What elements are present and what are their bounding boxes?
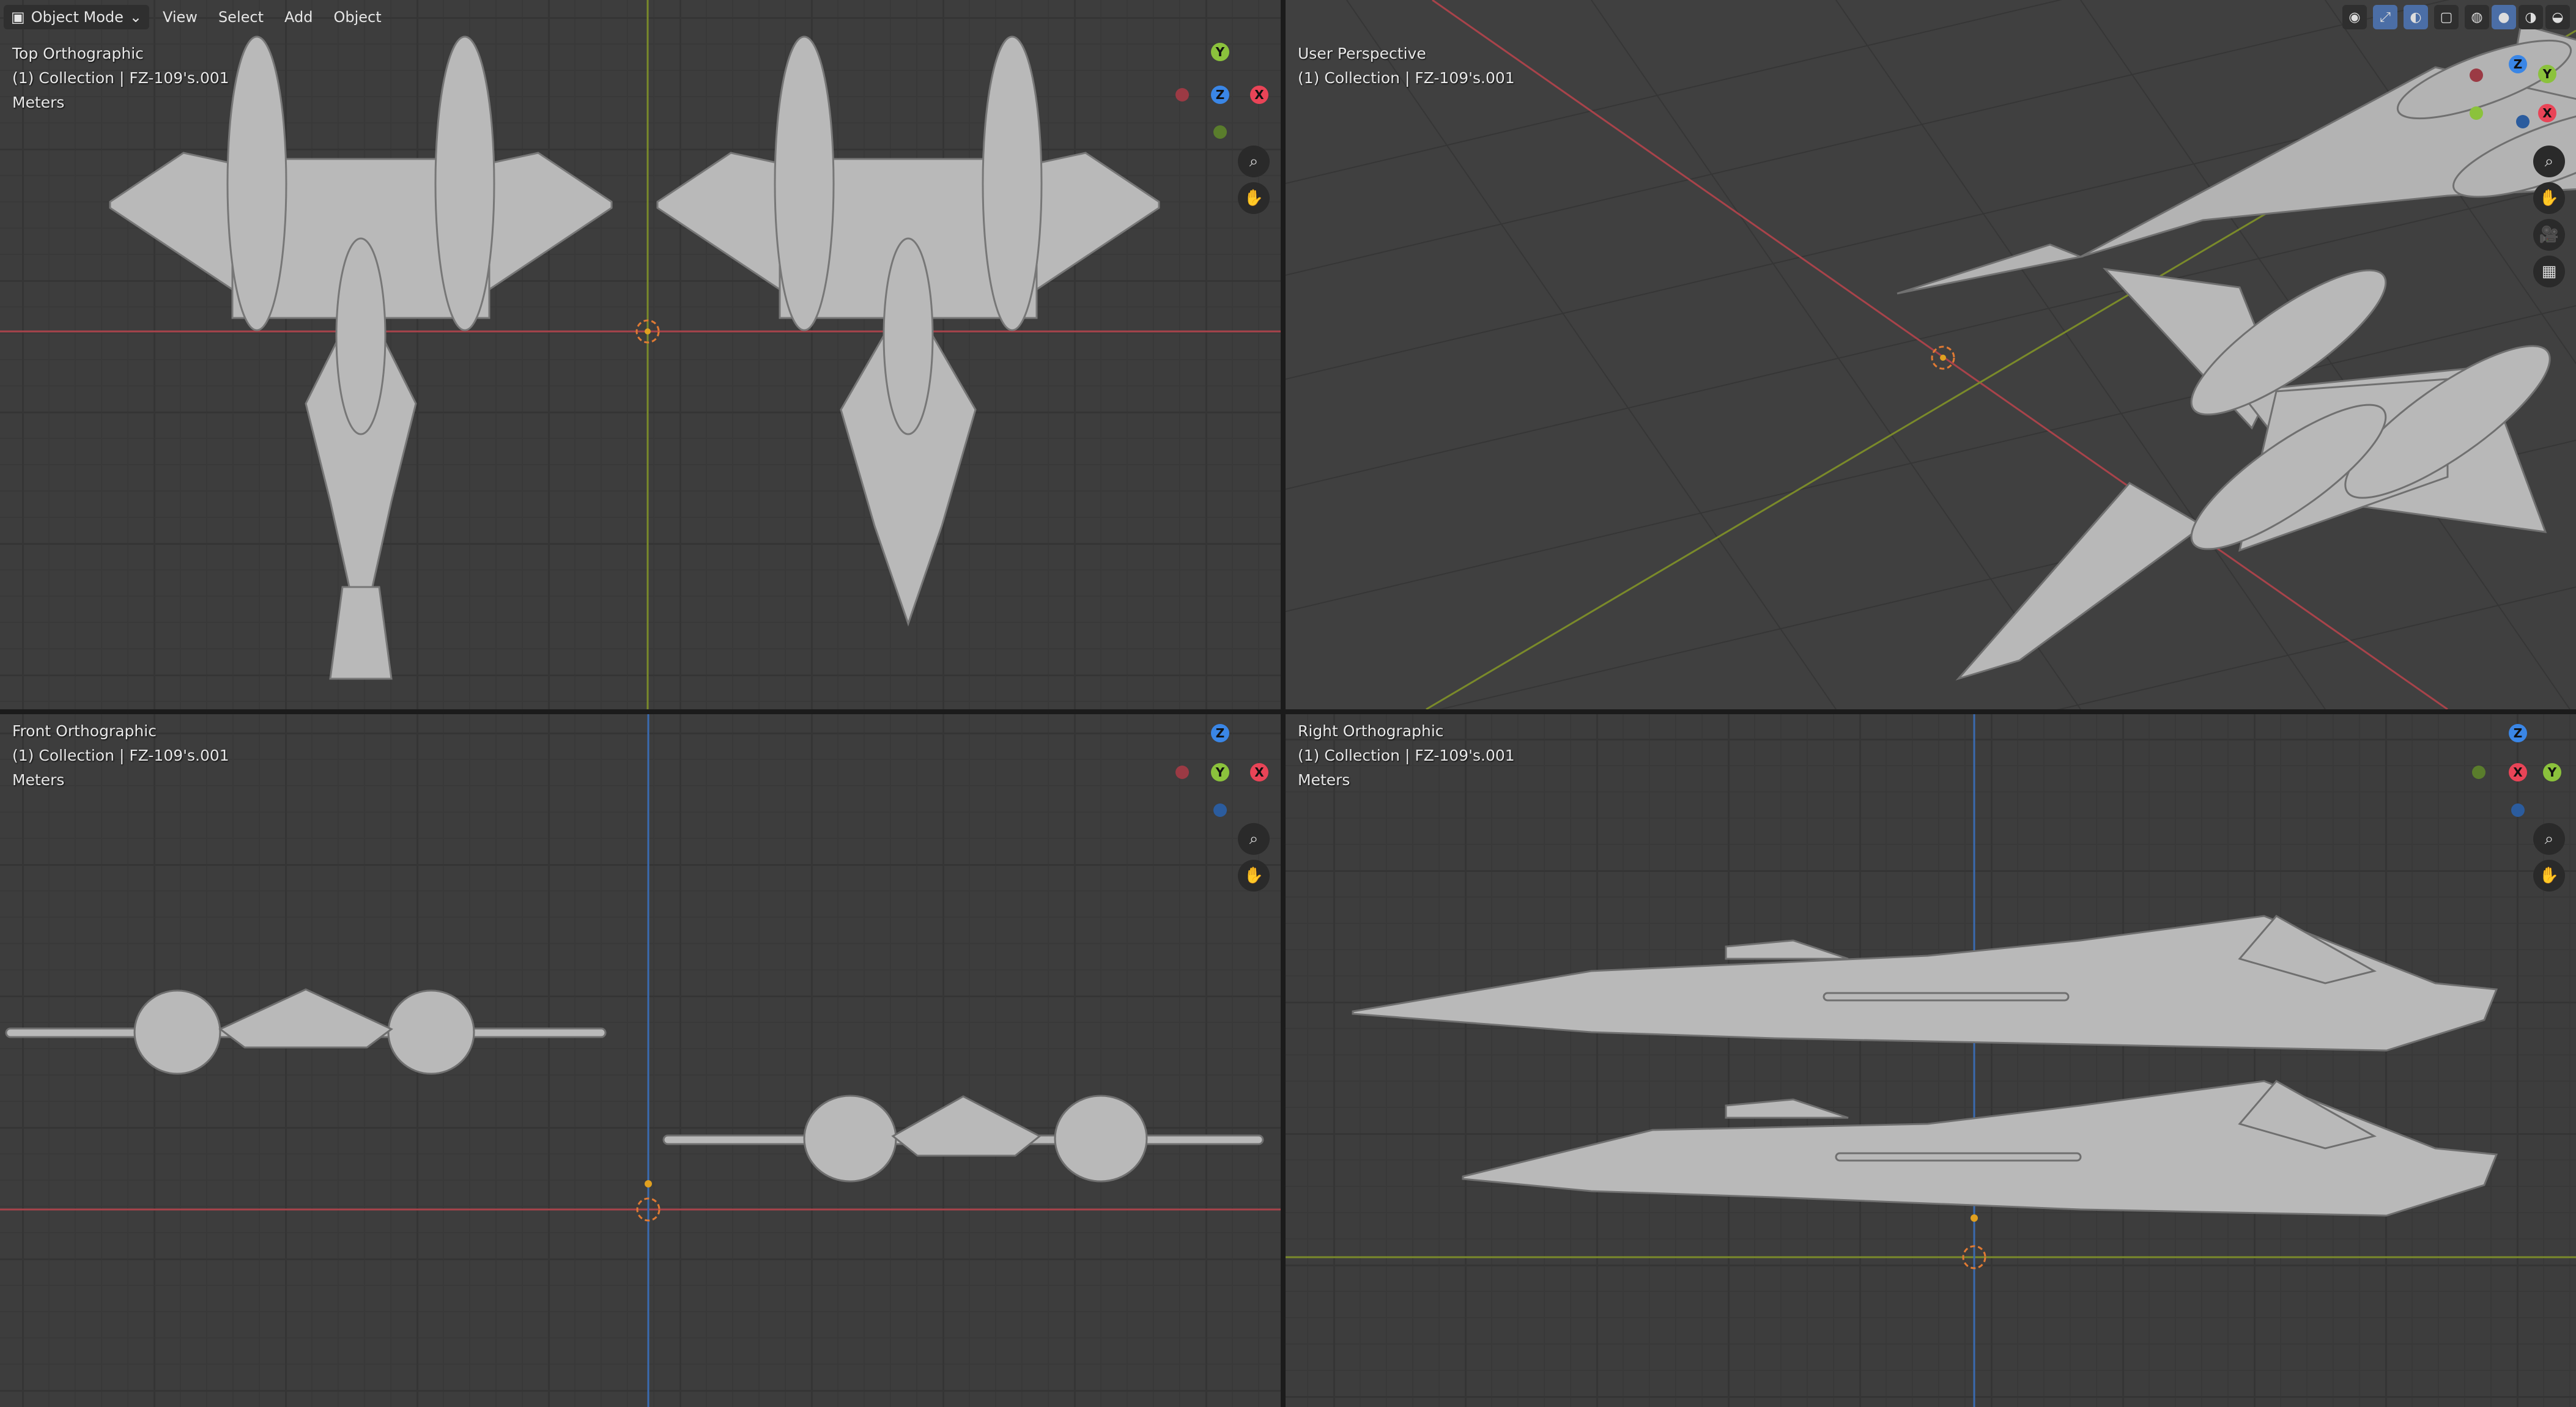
collection-label: (1) Collection | FZ-109's.001 xyxy=(12,69,229,87)
units-label: Meters xyxy=(1298,771,1350,789)
gizmo-y[interactable]: Y xyxy=(1211,763,1229,781)
camera-icon[interactable]: 🎥 xyxy=(2533,219,2565,251)
hand-icon[interactable]: ✋ xyxy=(1238,860,1270,892)
view-title: User Perspective xyxy=(1298,45,1426,62)
view-title: Front Orthographic xyxy=(12,722,157,740)
menu-select[interactable]: Select xyxy=(218,9,264,26)
3d-cursor xyxy=(636,1197,661,1222)
gizmo-neg-z[interactable] xyxy=(1213,803,1227,817)
gizmo-z[interactable]: Z xyxy=(2509,55,2527,73)
overlay-icon[interactable]: ◐ xyxy=(2404,5,2428,29)
gizmo-neg-z[interactable] xyxy=(2516,115,2530,128)
shading-material-icon[interactable]: ◑ xyxy=(2519,5,2543,29)
gizmo-neg-z[interactable] xyxy=(2511,803,2525,817)
gizmo-neg-x[interactable] xyxy=(1175,88,1189,102)
zoom-icon[interactable]: ⌕ xyxy=(2533,823,2565,855)
3d-cursor xyxy=(1962,1245,1986,1269)
viewport-front-orthographic[interactable]: Front Orthographic (1) Collection | FZ-1… xyxy=(0,714,1281,1407)
ship-right-upper[interactable] xyxy=(1352,915,2498,1052)
right-view-scene xyxy=(1286,714,2576,1407)
zoom-icon[interactable]: ⌕ xyxy=(1238,146,1270,177)
collection-label: (1) Collection | FZ-109's.001 xyxy=(1298,69,1515,87)
gizmo-y[interactable]: Y xyxy=(1211,43,1229,61)
zoom-icon[interactable]: ⌕ xyxy=(1238,823,1270,855)
gizmo-x[interactable]: X xyxy=(2538,104,2556,122)
ship-persp-front[interactable] xyxy=(1955,248,2568,681)
viewport-info: Right Orthographic (1) Collection | FZ-1… xyxy=(1298,719,1515,792)
gizmo-z[interactable]: Z xyxy=(1211,724,1229,742)
ship-right-lower[interactable] xyxy=(1462,1080,2498,1217)
gizmo-x[interactable]: X xyxy=(1250,763,1268,781)
navigation-gizmo[interactable]: Y Z X xyxy=(1174,43,1272,147)
top-view-scene xyxy=(0,0,1281,709)
shading-solid-icon[interactable]: ● xyxy=(2492,5,2516,29)
menu-object[interactable]: Object xyxy=(333,9,382,26)
viewport-info: Front Orthographic (1) Collection | FZ-1… xyxy=(12,719,229,792)
front-view-scene xyxy=(0,714,1281,1407)
gizmo-y[interactable]: Y xyxy=(2543,763,2561,781)
gizmo-z[interactable]: Z xyxy=(2509,724,2527,742)
shading-wireframe-icon[interactable]: ◍ xyxy=(2465,5,2489,29)
hand-icon[interactable]: ✋ xyxy=(2533,860,2565,892)
menu-add[interactable]: Add xyxy=(284,9,313,26)
hand-icon[interactable]: ✋ xyxy=(2533,182,2565,214)
viewport-header-right: ◉ ⤢ ◐ ▢ ◍ ● ◑ ◒ xyxy=(2342,5,2570,29)
viewport-user-perspective[interactable]: ◉ ⤢ ◐ ▢ ◍ ● ◑ ◒ User Perspective (1) Col… xyxy=(1286,0,2576,709)
gizmo-neg-x[interactable] xyxy=(2470,68,2483,82)
gizmo-neg-x[interactable] xyxy=(1175,766,1189,779)
menu-view[interactable]: View xyxy=(162,9,198,26)
navigation-gizmo[interactable]: Z Y X xyxy=(2466,55,2564,135)
cube-icon: ▣ xyxy=(11,9,25,26)
gizmo-neg-y[interactable] xyxy=(1213,125,1227,139)
xray-icon[interactable]: ▢ xyxy=(2434,5,2459,29)
navigation-gizmo[interactable]: Z X Y xyxy=(2466,724,2564,822)
collection-label: (1) Collection | FZ-109's.001 xyxy=(12,747,229,764)
viewport-divider-vertical[interactable] xyxy=(1281,0,1286,1407)
hand-icon[interactable]: ✋ xyxy=(1238,182,1270,214)
grid-icon[interactable]: ▦ xyxy=(2533,256,2565,287)
ship-top-right[interactable] xyxy=(656,35,1160,627)
ship-top-left[interactable] xyxy=(109,35,613,680)
ship-front-lower[interactable] xyxy=(662,1095,1264,1183)
view-title: Top Orthographic xyxy=(12,45,144,62)
visibility-icon[interactable]: ◉ xyxy=(2342,5,2367,29)
perspective-grid xyxy=(1286,0,2576,709)
ship-front-upper[interactable] xyxy=(5,988,607,1075)
gizmo-toggle-icon[interactable]: ⤢ xyxy=(2373,5,2397,29)
shading-rendered-icon[interactable]: ◒ xyxy=(2545,5,2570,29)
3d-cursor xyxy=(635,319,660,344)
gizmo-x[interactable]: X xyxy=(2509,763,2527,781)
gizmo-z[interactable]: Z xyxy=(1211,86,1229,104)
viewport-divider-horizontal[interactable] xyxy=(0,709,2576,714)
viewport-info: User Perspective (1) Collection | FZ-109… xyxy=(1298,42,1515,90)
viewport-header: ▣ Object Mode ⌄ View Select Add Object xyxy=(0,0,389,34)
viewport-info: Top Orthographic (1) Collection | FZ-109… xyxy=(12,42,229,115)
viewport-top-orthographic[interactable]: ▣ Object Mode ⌄ View Select Add Object T… xyxy=(0,0,1281,709)
gizmo-y[interactable]: Y xyxy=(2538,65,2556,83)
collection-label: (1) Collection | FZ-109's.001 xyxy=(1298,747,1515,764)
units-label: Meters xyxy=(12,771,65,789)
gizmo-neg-y[interactable] xyxy=(2470,106,2483,120)
zoom-icon[interactable]: ⌕ xyxy=(2533,146,2565,177)
chevron-down-icon: ⌄ xyxy=(129,9,142,26)
navigation-gizmo[interactable]: Z Y X xyxy=(1174,724,1272,822)
view-title: Right Orthographic xyxy=(1298,722,1444,740)
gizmo-neg-y[interactable] xyxy=(2472,766,2485,779)
object-mode-dropdown[interactable]: ▣ Object Mode ⌄ xyxy=(4,5,149,29)
gizmo-x[interactable]: X xyxy=(1250,86,1268,104)
3d-cursor xyxy=(1931,345,1955,370)
units-label: Meters xyxy=(12,94,65,111)
viewport-right-orthographic[interactable]: Right Orthographic (1) Collection | FZ-1… xyxy=(1286,714,2576,1407)
